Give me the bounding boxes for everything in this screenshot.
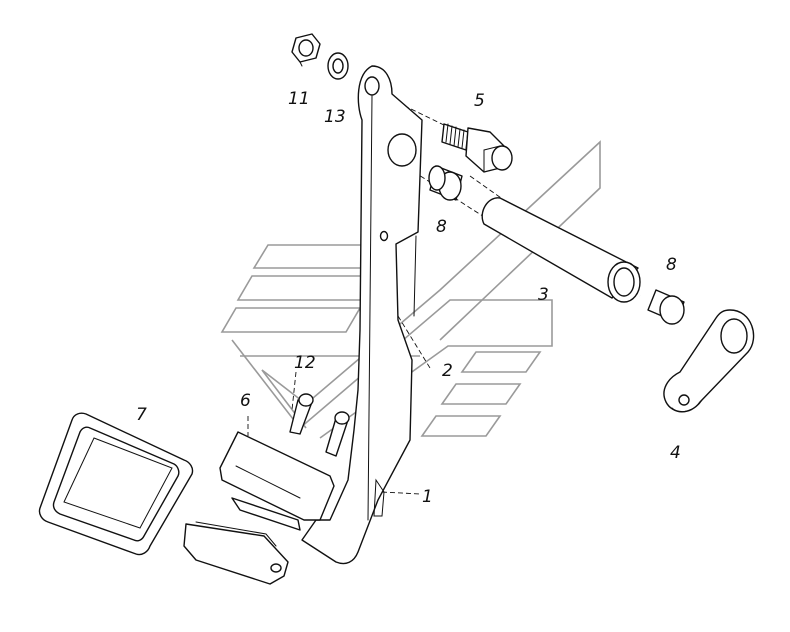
callout-12: 12 bbox=[294, 353, 316, 373]
nut bbox=[291, 33, 321, 67]
callout-13: 13 bbox=[324, 107, 346, 127]
callout-1: 1 bbox=[422, 487, 433, 507]
pedal-lever bbox=[301, 65, 423, 565]
leader-lines bbox=[247, 87, 641, 495]
link-plate bbox=[663, 309, 755, 413]
callout-3: 3 bbox=[538, 285, 549, 305]
callout-11: 11 bbox=[288, 89, 310, 109]
callout-2: 2 bbox=[442, 361, 453, 381]
callout-8-lower: 8 bbox=[666, 255, 677, 275]
bolt bbox=[441, 123, 513, 173]
axle-tube bbox=[481, 197, 641, 303]
bolt-thread bbox=[445, 123, 465, 149]
bushing-lower bbox=[647, 289, 685, 325]
pins bbox=[289, 393, 350, 457]
bushing-upper bbox=[428, 165, 463, 201]
callout-4: 4 bbox=[670, 443, 681, 463]
rubber-pad bbox=[38, 412, 194, 556]
washer bbox=[327, 52, 349, 80]
pedal-plate bbox=[183, 431, 335, 585]
callout-5: 5 bbox=[474, 91, 485, 111]
callout-labels: 1 2 3 4 5 6 7 8 8 11 12 13 bbox=[136, 89, 681, 507]
callout-8-upper: 8 bbox=[436, 217, 447, 237]
callout-6: 6 bbox=[240, 391, 251, 411]
callout-7: 7 bbox=[136, 405, 147, 425]
